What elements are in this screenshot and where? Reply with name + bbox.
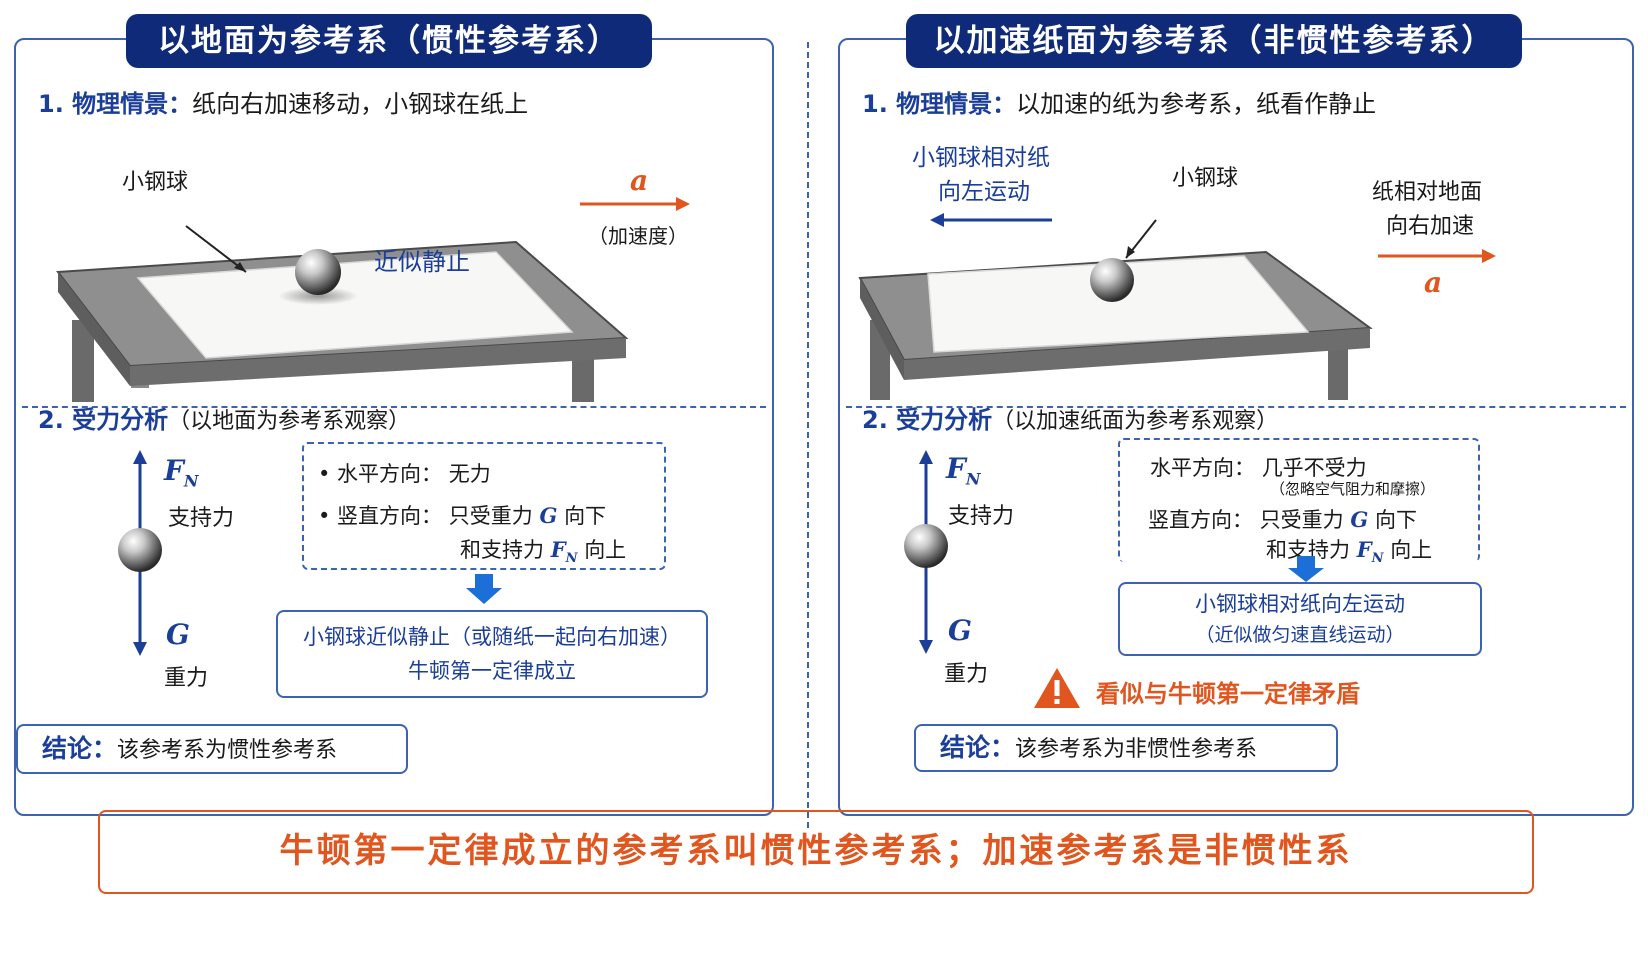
ball-pointer-head <box>1126 246 1135 258</box>
summary-footer: 牛顿第一定律成立的参考系叫惯性参考系；加速参考系是非惯性系 <box>98 810 1534 894</box>
acceleration-symbol: a <box>630 164 649 197</box>
scenario-heading: 1. 物理情景：纸向右加速移动，小钢球在纸上 <box>38 84 528 119</box>
support-force-label: 支持力 <box>948 504 1015 529</box>
result-line-1: 小钢球相对纸向左运动 <box>1195 592 1405 616</box>
section-divider <box>22 406 766 408</box>
scenario-text: 纸向右加速移动，小钢球在纸上 <box>192 90 529 118</box>
force-analysis-heading: 2. 受力分析（以地面为参考系观察） <box>38 400 410 435</box>
steel-ball <box>118 528 162 572</box>
table-illustration <box>56 225 629 402</box>
paper-sheet <box>927 255 1310 353</box>
scenario-number: 1. 物理情景： <box>862 90 1017 118</box>
steel-ball <box>1090 258 1134 302</box>
support-force-symbol: FN <box>946 452 981 489</box>
paper-motion-line-1: 纸相对地面 <box>1372 180 1483 205</box>
table-illustration <box>858 219 1373 400</box>
support-arrow-head <box>133 450 147 464</box>
conclusion-box: 结论：该参考系为惯性参考系 <box>16 724 408 774</box>
result-line-2: 牛顿第一定律成立 <box>408 659 576 683</box>
left-motion-arrow <box>930 213 1052 227</box>
relative-motion-line-1: 小钢球相对纸 <box>912 145 1050 171</box>
panel-title: 以加速纸面为参考系（非惯性参考系） <box>906 14 1522 68</box>
non-inertial-frame-panel: 以加速纸面为参考系（非惯性参考系） 1. 物理情景：以加速的纸为参考系，纸看作静… <box>838 14 1634 816</box>
gravity-symbol: G <box>948 614 972 647</box>
ball-label: 小钢球 <box>122 170 189 195</box>
horizontal-note: （忽略空气阻力和摩擦） <box>1270 480 1436 498</box>
gravity-symbol: G <box>166 618 190 651</box>
vertical-row-2: 和支持力 FN 向上 <box>460 537 627 567</box>
scenario-number: 1. 物理情景： <box>38 90 193 118</box>
result-line-1: 小钢球近似静止（或随纸一起向右加速） <box>303 625 681 649</box>
near-rest-label: 近似静止 <box>374 248 470 276</box>
steel-ball <box>904 524 948 568</box>
scenario-heading: 1. 物理情景：以加速的纸为参考系，纸看作静止 <box>862 84 1376 119</box>
result-box: 小钢球相对纸向左运动 （近似做匀速直线运动） <box>1118 582 1482 656</box>
inertial-frame-panel: 以地面为参考系（惯性参考系） 1. 物理情景：纸向右加速移动，小钢球在纸上 小钢… <box>14 14 774 816</box>
force-analysis-number: 2. 受力分析 <box>862 406 993 434</box>
down-arrow-icon <box>466 574 502 604</box>
paper-motion-line-2: 向右加速 <box>1386 214 1475 239</box>
conclusion-key: 结论： <box>42 734 118 763</box>
vertical-row-2: 和支持力 FN 向上 <box>1266 537 1433 567</box>
ball-label: 小钢球 <box>1172 166 1239 191</box>
acceleration-arrow <box>580 197 690 211</box>
vertical-row: 竖直方向： 只受重力 G 向下 <box>1148 507 1417 532</box>
conclusion-text: 该参考系为非惯性参考系 <box>1015 737 1258 762</box>
ball-pointer <box>185 225 247 273</box>
force-analysis-sub: （以加速纸面为参考系观察） <box>992 409 1279 434</box>
horizontal-row: • 水平方向： 无力 <box>318 462 491 486</box>
force-diagram <box>904 450 948 654</box>
steel-ball <box>295 249 341 295</box>
warning-text: 看似与牛顿第一定律矛盾 <box>1096 680 1360 708</box>
gravity-arrow-head <box>133 642 147 656</box>
ball-pointer-head <box>234 262 246 272</box>
table-edge <box>58 272 130 386</box>
result-box: 小钢球近似静止（或随纸一起向右加速） 牛顿第一定律成立 <box>276 610 708 698</box>
force-diagram <box>118 450 162 656</box>
force-analysis-heading: 2. 受力分析（以加速纸面为参考系观察） <box>862 400 1278 435</box>
table-edge <box>130 338 626 386</box>
gravity-label: 重力 <box>164 666 209 691</box>
table-edge <box>904 328 1370 380</box>
support-force-symbol: FN <box>164 454 199 491</box>
ball-shadow <box>278 287 358 305</box>
section-divider <box>846 406 1626 408</box>
force-analysis-number: 2. 受力分析 <box>38 406 169 434</box>
force-info-box: 水平方向： 几乎不受力 （忽略空气阻力和摩擦） 竖直方向： 只受重力 G 向下 … <box>1118 438 1480 566</box>
paper-sheet <box>136 251 574 359</box>
relative-motion-line-2: 向左运动 <box>938 179 1030 205</box>
down-arrow-icon <box>1288 556 1324 582</box>
conclusion-box: 结论：该参考系为非惯性参考系 <box>914 724 1338 772</box>
table-leg <box>72 320 94 402</box>
gravity-label: 重力 <box>944 662 989 687</box>
support-force-label: 支持力 <box>168 506 235 531</box>
scenario-text: 以加速的纸为参考系，纸看作静止 <box>1016 90 1377 118</box>
vertical-row: • 竖直方向： 只受重力 G 向下 <box>318 503 607 528</box>
acceleration-arrow <box>1378 249 1496 263</box>
acceleration-label: （加速度） <box>588 224 688 248</box>
result-line-2: （近似做匀速直线运动） <box>1195 624 1405 646</box>
panel-title: 以地面为参考系（惯性参考系） <box>126 14 652 68</box>
conclusion-key: 结论： <box>940 733 1016 762</box>
acceleration-symbol: a <box>1424 266 1443 299</box>
support-arrow-head <box>919 450 933 464</box>
force-info-box: • 水平方向： 无力 • 竖直方向： 只受重力 G 向下 和支持力 FN 向上 <box>302 442 666 570</box>
horizontal-row: 水平方向： 几乎不受力 <box>1150 456 1367 480</box>
gravity-arrow-head <box>919 640 933 654</box>
warning-icon <box>1034 668 1080 708</box>
conclusion-text: 该参考系为惯性参考系 <box>117 738 338 763</box>
force-analysis-sub: （以地面为参考系观察） <box>168 409 411 434</box>
table-edge <box>860 278 904 380</box>
center-divider <box>807 42 809 828</box>
